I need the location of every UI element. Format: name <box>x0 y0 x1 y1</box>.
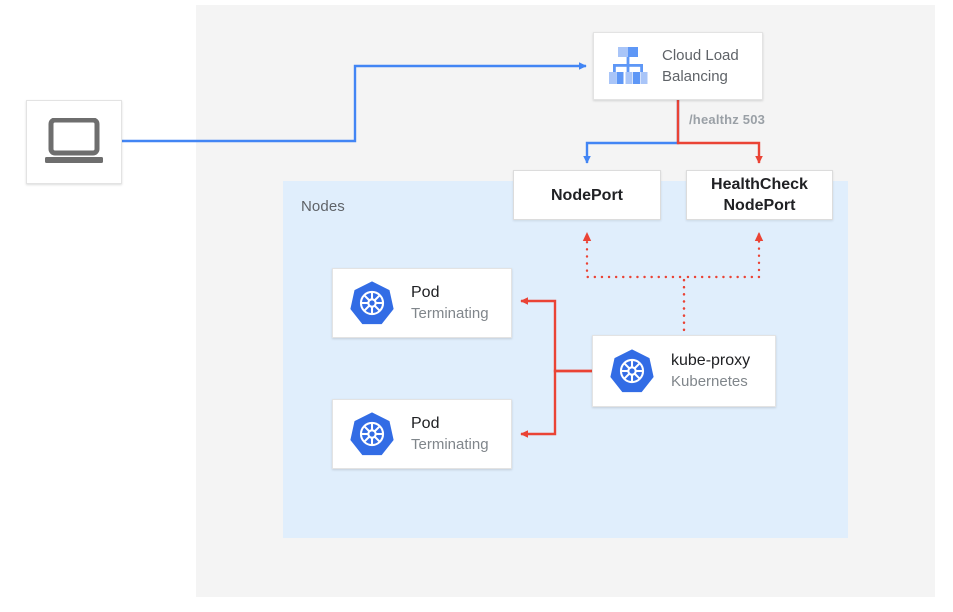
laptop-icon <box>45 118 103 163</box>
healthcheck-nodeport-line-2: NodePort <box>723 197 796 214</box>
kube-proxy-node[interactable]: kube-proxy Kubernetes <box>592 335 776 407</box>
pod-1-title: Pod <box>411 284 440 301</box>
kubernetes-icon <box>350 412 394 456</box>
kube-proxy-title: kube-proxy <box>671 352 751 369</box>
nodeport-label: NodePort <box>551 186 623 204</box>
cloud-load-balancing-icon <box>609 47 648 84</box>
cloud-load-balancing-label: Cloud Load Balancing <box>662 45 739 87</box>
healthcheck-nodeport-label: HealthCheck NodePort <box>711 174 808 216</box>
nodes-region-label: Nodes <box>301 198 345 215</box>
cloud-load-balancing-line-2: Balancing <box>662 68 728 85</box>
pod-node-1[interactable]: Pod Terminating <box>332 268 512 338</box>
kube-proxy-text: kube-proxy Kubernetes <box>671 350 750 392</box>
pod-2-title: Pod <box>411 415 440 432</box>
pod-2-status: Terminating <box>411 436 489 453</box>
kubernetes-icon <box>350 281 394 325</box>
pod-1-text: Pod Terminating <box>411 282 489 324</box>
healthcheck-nodeport-node[interactable]: HealthCheck NodePort <box>686 170 833 220</box>
kube-proxy-subtitle: Kubernetes <box>671 373 748 390</box>
pod-node-2[interactable]: Pod Terminating <box>332 399 512 469</box>
healthcheck-nodeport-line-1: HealthCheck <box>711 176 808 193</box>
client-node[interactable] <box>26 100 122 184</box>
kubernetes-icon <box>610 349 654 393</box>
pod-1-status: Terminating <box>411 305 489 322</box>
healthz-edge-label: /healthz 503 <box>689 112 766 127</box>
pod-2-text: Pod Terminating <box>411 413 489 455</box>
cloud-load-balancing-line-1: Cloud Load <box>662 47 739 64</box>
cloud-load-balancing-node[interactable]: Cloud Load Balancing <box>593 32 763 100</box>
nodeport-node[interactable]: NodePort <box>513 170 661 220</box>
